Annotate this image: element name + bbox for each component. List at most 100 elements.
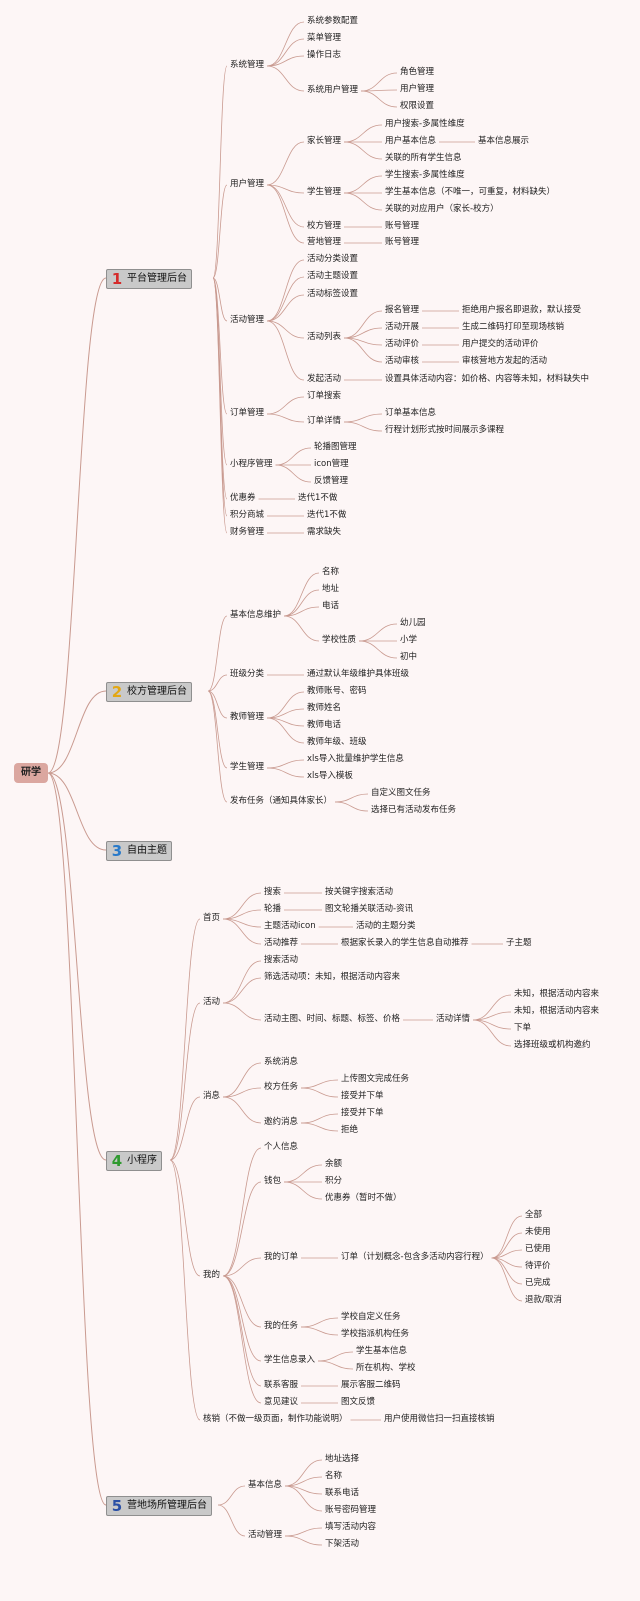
- node-h-banner[interactable]: 轮播: [264, 904, 282, 914]
- node-h-icon[interactable]: 主题活动icon: [264, 921, 316, 931]
- node-tel[interactable]: 电话: [322, 601, 340, 611]
- node-points[interactable]: 积分商城: [230, 510, 265, 520]
- node-act[interactable]: 活动管理: [230, 315, 265, 325]
- node-camp[interactable]: 营地管理: [307, 237, 342, 247]
- node-service[interactable]: 联系客服: [264, 1380, 299, 1390]
- node-h-icon-d[interactable]: 活动的主题分类: [356, 921, 416, 931]
- node-a-order[interactable]: 下单: [514, 1023, 532, 1033]
- node-act-audit-d[interactable]: 审核营地方发起的活动: [462, 356, 548, 366]
- node-p-search[interactable]: 用户搜索-多属性维度: [385, 119, 465, 129]
- root-node[interactable]: 研学: [14, 763, 48, 783]
- node-p-info-show[interactable]: 基本信息展示: [478, 136, 530, 146]
- node-mytask[interactable]: 我的任务: [264, 1321, 299, 1331]
- node-order-info[interactable]: 订单基本信息: [385, 408, 437, 418]
- node-icon[interactable]: icon管理: [314, 459, 349, 469]
- node-h-rec-sub[interactable]: 子主题: [506, 938, 532, 948]
- node-home[interactable]: 首页: [203, 913, 221, 923]
- node-act-run-d[interactable]: 生成二维码打印至现场核销: [462, 322, 565, 332]
- node-a-unk1[interactable]: 未知，根据活动内容来: [514, 989, 600, 999]
- node-student[interactable]: 学生管理: [307, 187, 342, 197]
- node-task[interactable]: 发布任务（通知具体家长）: [230, 796, 333, 806]
- node-h-rec[interactable]: 活动推荐: [264, 938, 299, 948]
- node-stu[interactable]: 学生管理: [230, 762, 265, 772]
- node-t-grade[interactable]: 教师年级、班级: [307, 737, 367, 747]
- node-o-unused[interactable]: 未使用: [525, 1227, 551, 1237]
- node-basic[interactable]: 基本信息维护: [230, 610, 282, 620]
- node-role[interactable]: 角色管理: [400, 67, 435, 77]
- node-user[interactable]: 用户管理: [230, 179, 265, 189]
- node-oplog[interactable]: 操作日志: [307, 50, 342, 60]
- node-wpoints[interactable]: 积分: [325, 1176, 343, 1186]
- node-c-fill[interactable]: 填写活动内容: [325, 1522, 377, 1532]
- node-myorder-d[interactable]: 订单（计划概念-包含多活动内容行程）: [341, 1252, 489, 1262]
- node-usermgmt[interactable]: 用户管理: [400, 84, 435, 94]
- node-o-done[interactable]: 已完成: [525, 1278, 551, 1288]
- node-msg-school[interactable]: 校方任务: [264, 1082, 299, 1092]
- node-c-pwd[interactable]: 账号密码管理: [325, 1505, 377, 1515]
- node-coupon[interactable]: 优惠券: [230, 493, 256, 503]
- node-menu[interactable]: 菜单管理: [307, 33, 342, 43]
- node-mine[interactable]: 我的: [203, 1270, 221, 1280]
- node-service-d[interactable]: 展示客服二维码: [341, 1380, 401, 1390]
- node-h-banner-d[interactable]: 图文轮播关联活动-资讯: [325, 904, 414, 914]
- node-enroll[interactable]: 报名管理: [385, 305, 420, 315]
- node-sys[interactable]: 系统管理: [230, 60, 265, 70]
- node-act-list[interactable]: 活动列表: [307, 332, 342, 342]
- node-balance[interactable]: 余额: [325, 1159, 343, 1169]
- node-msg-reject[interactable]: 拒绝: [341, 1125, 359, 1135]
- node-primary[interactable]: 小学: [400, 635, 418, 645]
- node-act-launch-d[interactable]: 设置具体活动内容：如价格、内容等未知，材料缺失中: [385, 374, 590, 384]
- node-stuentry-basic[interactable]: 学生基本信息: [356, 1346, 408, 1356]
- node-c-tel[interactable]: 联系电话: [325, 1488, 360, 1498]
- node-o-refund[interactable]: 退款/取消: [525, 1295, 562, 1305]
- node-msg-accept2[interactable]: 接受并下单: [341, 1108, 384, 1118]
- node-personal[interactable]: 个人信息: [264, 1142, 299, 1152]
- node-myorder[interactable]: 我的订单: [264, 1252, 299, 1262]
- node-s-rel[interactable]: 关联的对应用户（家长-校方）: [385, 204, 499, 214]
- node-sysuser[interactable]: 系统用户管理: [307, 85, 359, 95]
- node-c-basic[interactable]: 基本信息: [248, 1480, 283, 1490]
- node-a-unk2[interactable]: 未知，根据活动内容来: [514, 1006, 600, 1016]
- node-sys-param[interactable]: 系统参数配置: [307, 16, 359, 26]
- node-activity[interactable]: 活动: [203, 997, 221, 1007]
- node-finance[interactable]: 财务管理: [230, 527, 265, 537]
- node-mytask-custom[interactable]: 学校自定义任务: [341, 1312, 401, 1322]
- node-class[interactable]: 班级分类: [230, 669, 265, 679]
- node-addr[interactable]: 地址: [322, 584, 340, 594]
- node-o-pending[interactable]: 待评价: [525, 1261, 551, 1271]
- node-act-run[interactable]: 活动开展: [385, 322, 420, 332]
- node-name[interactable]: 名称: [322, 567, 340, 577]
- node-stuentry[interactable]: 学生信息录入: [264, 1355, 316, 1365]
- node-school[interactable]: 校方管理: [307, 221, 342, 231]
- node-teacher[interactable]: 教师管理: [230, 712, 265, 722]
- node-task-custom[interactable]: 自定义图文任务: [371, 788, 431, 798]
- node-t-acc[interactable]: 教师账号、密码: [307, 686, 367, 696]
- node-parent[interactable]: 家长管理: [307, 136, 342, 146]
- node-perm[interactable]: 权限设置: [400, 101, 435, 111]
- node-t-name[interactable]: 教师姓名: [307, 703, 342, 713]
- node-act-cat[interactable]: 活动分类设置: [307, 254, 359, 264]
- node-school-acc[interactable]: 账号管理: [385, 221, 420, 231]
- node-mini[interactable]: 小程序管理: [230, 459, 273, 469]
- node-wcoupon[interactable]: 优惠券（暂时不做）: [325, 1193, 402, 1203]
- node-wallet[interactable]: 钱包: [264, 1176, 282, 1186]
- node-msg-invite[interactable]: 邀约消息: [264, 1117, 299, 1127]
- node-c-off[interactable]: 下架活动: [325, 1539, 360, 1549]
- node-camp-acc[interactable]: 账号管理: [385, 237, 420, 247]
- node-class-d[interactable]: 通过默认年级维护具体班级: [307, 669, 410, 679]
- node-kinder[interactable]: 幼儿园: [400, 618, 426, 628]
- node-msg-upload[interactable]: 上传图文完成任务: [341, 1074, 410, 1084]
- node-msg[interactable]: 消息: [203, 1091, 221, 1101]
- node-stuentry-org[interactable]: 所在机构、学校: [356, 1363, 416, 1373]
- node-act-launch[interactable]: 发起活动: [307, 374, 342, 384]
- node-act-eval[interactable]: 活动评价: [385, 339, 420, 349]
- node-enroll-d[interactable]: 拒绝用户报名即退款，默认接受: [462, 305, 582, 315]
- node-xls-import[interactable]: xls导入批量维护学生信息: [307, 754, 404, 764]
- node-a-detail[interactable]: 活动详情: [436, 1014, 471, 1024]
- node-a-main[interactable]: 活动主图、时间、标题、标签、价格: [264, 1014, 401, 1024]
- node-order-search[interactable]: 订单搜索: [307, 391, 342, 401]
- node-task-select[interactable]: 选择已有活动发布任务: [371, 805, 457, 815]
